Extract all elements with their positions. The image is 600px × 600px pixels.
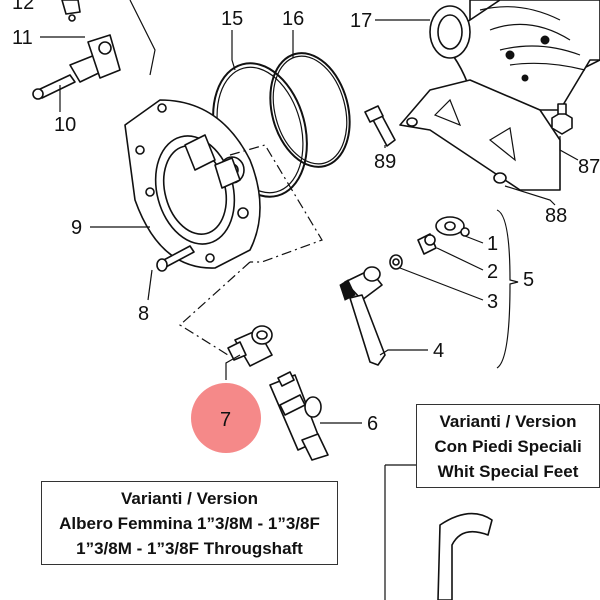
callout-6: 6 (367, 413, 378, 435)
callout-15: 15 (221, 8, 243, 30)
callout-1: 1 (487, 233, 498, 255)
washer-part-3 (389, 254, 403, 270)
callout-4: 4 (433, 340, 444, 362)
callout-5: 5 (523, 269, 534, 291)
variant-box-female-shaft: Varianti / Version Albero Femmina 1”3/8M… (41, 481, 338, 565)
callout-11: 11 (12, 27, 33, 49)
variant-box-left-line1: Varianti / Version (120, 489, 258, 508)
valve-body-part-7 (227, 325, 273, 367)
callout-3: 3 (487, 291, 498, 313)
pump-body-part-17 (399, 0, 600, 191)
drain-valve-part-10 (32, 0, 121, 100)
assembly-line-left (129, 0, 156, 76)
callout-9: 9 (71, 217, 82, 239)
screw-part-8 (156, 245, 195, 272)
dashed-assembly-outline-upper (229, 144, 323, 263)
callout-7: 7 (220, 409, 231, 431)
bracket-part-5 (496, 209, 519, 369)
callout-8: 8 (138, 303, 149, 325)
variant-box-special-feet: Varianti / Version Con Piedi Speciali Wh… (416, 404, 600, 488)
lever-part-4 (339, 266, 386, 366)
bolt-part-89 (364, 105, 396, 147)
leader-lines (40, 19, 579, 424)
variant-box-left-line3: 1”3/8M - 1”3/8F Througshaft (76, 539, 303, 558)
variant-box-right-line3: Whit Special Feet (437, 462, 579, 481)
callout-88: 88 (545, 205, 567, 227)
highlight-marker-part-7 (191, 383, 261, 453)
variant-box-left-line2: Albero Femmina 1”3/8M - 1”3/8F (59, 514, 320, 533)
variant-box-right-line2: Con Piedi Speciali (434, 437, 582, 456)
valve-part-6 (269, 371, 329, 461)
fitting-part-2 (417, 233, 437, 255)
callout-2: 2 (487, 261, 498, 283)
cap-part-1 (435, 216, 470, 237)
callout-87: 87 (578, 156, 600, 178)
callout-12: 12 (12, 0, 34, 14)
o-ring-part-16 (269, 52, 351, 168)
variant-box-right-line1: Varianti / Version (439, 412, 577, 431)
flange-part-9 (124, 99, 261, 269)
callout-17: 17 (350, 10, 372, 32)
callout-10: 10 (54, 114, 76, 136)
callout-16: 16 (282, 8, 304, 30)
callout-89: 89 (374, 151, 396, 173)
special-foot-drawing (384, 464, 493, 600)
nut-part-87 (551, 103, 573, 135)
